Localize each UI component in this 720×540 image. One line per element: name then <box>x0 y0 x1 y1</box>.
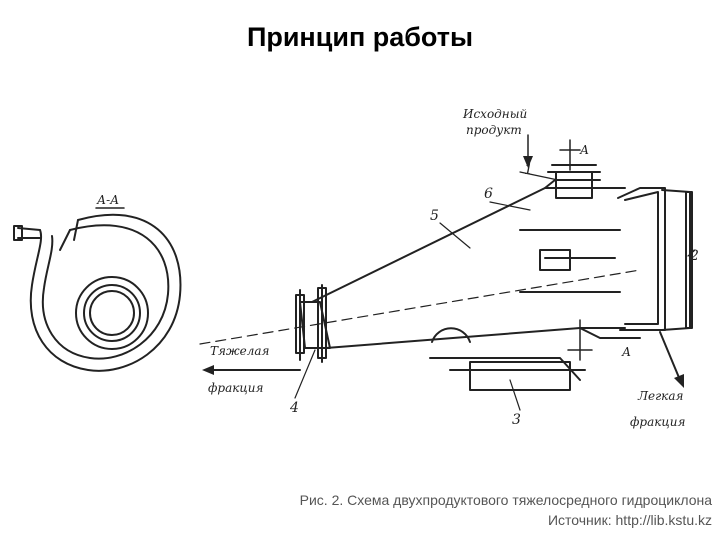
part-number-6: 6 <box>484 186 493 202</box>
hydrocyclone-diagram: А-А Исходный продукт Тяжелая фракция Лег… <box>13 107 699 429</box>
light-label-line2: фракция <box>630 415 685 429</box>
part-number-4: 4 <box>289 400 299 416</box>
cyclone-body <box>295 164 693 391</box>
feed-label-line2: продукт <box>466 123 522 137</box>
part-number-5: 5 <box>430 208 439 224</box>
heavy-label-line1: Тяжелая <box>210 344 269 358</box>
section-marker-bottom: А <box>621 345 631 359</box>
caption-line-1: Рис. 2. Схема двухпродуктового тяжелосре… <box>299 492 712 508</box>
part-number-2: 2 <box>689 248 699 264</box>
part-number-1: 1 <box>524 162 533 178</box>
part-number-3: 3 <box>512 412 521 428</box>
caption-source: Источник: http://lib.kstu.kz <box>547 512 712 528</box>
heavy-label-line2: фракция <box>208 381 263 395</box>
section-label: А-А <box>96 193 119 207</box>
section-marker-top: А <box>579 143 589 157</box>
figure-caption: Рис. 2. Схема двухпродуктового тяжелосре… <box>192 490 712 530</box>
light-label-line1: Легкая <box>637 389 684 403</box>
feed-label-line1: Исходный <box>462 107 527 121</box>
page-title: Принцип работы <box>246 22 474 52</box>
section-view <box>13 213 182 372</box>
